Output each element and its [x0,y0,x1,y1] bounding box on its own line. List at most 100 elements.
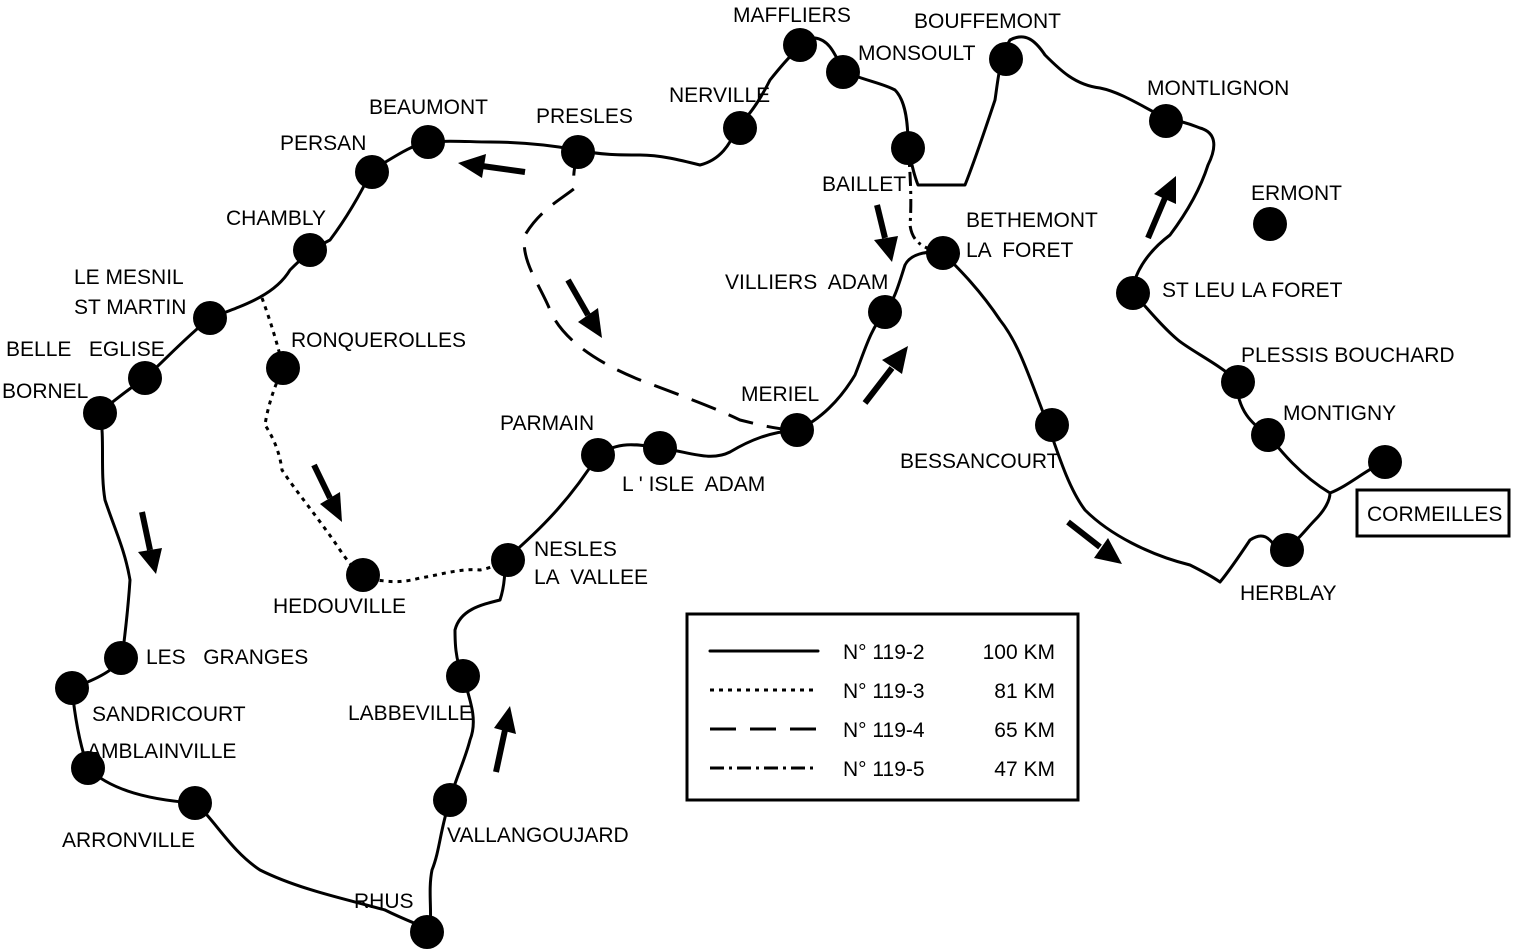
town-label-line: BETHEMONT [966,209,1098,232]
town-monsoult: MONSOULT [826,42,976,89]
direction-arrow-icon [311,463,342,522]
town-marker [1149,104,1183,138]
town-meriel: MERIEL [741,383,819,447]
town-label-line: PLESSIS BOUCHARD [1241,344,1455,367]
town-label: CORMEILLES [1367,503,1502,526]
town-marker [266,351,300,385]
town-marker [780,413,814,447]
town-label-line: L ' ISLE ADAM [622,473,765,496]
town-hedouville: HEDOUVILLE [273,558,406,618]
town-label-line: LA VALLEE [534,566,648,589]
town-label: MERIEL [741,383,819,406]
town-label: PRESLES [536,105,633,128]
town-marker [193,301,227,335]
town-presles: PRESLES [536,105,633,169]
town-label-line: BORNEL [2,380,88,403]
town-label: RHUS [354,890,414,913]
town-marker [355,155,389,189]
town-marker [433,783,467,817]
town-marker [1116,276,1150,310]
town-amblainville: AMBLAINVILLE [71,740,236,785]
town-marker [1368,445,1402,479]
town-label: BORNEL [2,380,88,403]
town-marker [891,131,925,165]
legend-row: N° 119-2 100 KM [708,641,1055,664]
town-le-mesnil: LE MESNIL ST MARTIN [74,266,227,335]
direction-arrow-icon [862,346,908,405]
town-label: BAILLET [822,173,906,196]
town-bessancourt: BESSANCOURT [900,408,1069,473]
town-marker [71,751,105,785]
town-label-line: LA FORET [966,239,1074,262]
town-label: HERBLAY [1240,582,1336,605]
legend: N° 119-2 100 KM N° 119-3 81 KM N° 119-4 65 KM… [685,612,1080,802]
town-marker [411,125,445,159]
town-baillet: BAILLET [822,131,925,196]
town-label: MAFFLIERS [733,4,851,27]
cormeilles-box [1355,488,1511,538]
legend-route-number: N° 119-2 [843,641,925,664]
town-marker [491,543,525,577]
town-marker [926,236,960,270]
town-lisle-adam: L ' ISLE ADAM [622,431,765,496]
town-marker [989,42,1023,76]
legend-route-number: N° 119-4 [843,719,925,742]
town-chambly: CHAMBLY [226,207,327,267]
town-label-line: MONTIGNY [1283,402,1396,425]
town-label-line: HEDOUVILLE [273,595,406,618]
town-label: L ' ISLE ADAM [622,473,765,496]
town-ronquerolles: RONQUEROLLES [266,329,466,385]
town-belle-eglise: BELLE EGLISE [6,338,165,395]
town-label: LABBEVILLE [348,702,473,725]
town-persan: PERSAN [280,132,389,189]
town-marker [128,361,162,395]
town-label-line: LE MESNIL [74,266,184,289]
town-label-line: MONTLIGNON [1147,77,1289,100]
legend-route-distance: 65 KM [994,719,1055,742]
town-label: BELLE EGLISE [6,338,165,361]
town-marker [581,438,615,472]
town-marker [826,55,860,89]
town-marker [346,558,380,592]
town-label: BESSANCOURT [900,450,1060,473]
town-label: SANDRICOURT [92,703,246,726]
town-label: RONQUEROLLES [291,329,466,352]
town-label-line: MERIEL [741,383,819,406]
direction-arrow-icon [493,706,516,773]
town-label-line: VALLANGOUJARD [447,824,629,847]
legend-route-distance: 81 KM [994,680,1055,703]
town-label-line: PRESLES [536,105,633,128]
town-marker [83,396,117,430]
town-maffliers: MAFFLIERS [733,4,851,62]
town-label-line: LABBEVILLE [348,702,473,725]
town-label-line: BOUFFEMONT [914,10,1061,33]
direction-arrow-icon [565,278,602,338]
town-label-line: ST LEU LA FORET [1162,279,1343,302]
town-label-line: ARRONVILLE [62,829,195,852]
town-montlignon: MONTLIGNON [1147,77,1289,138]
town-label: NERVILLE [669,84,770,107]
route-119-5 [906,144,944,255]
route-119-4 [522,149,798,432]
town-label: VILLIERS ADAM [725,271,888,294]
town-label-line: BELLE EGLISE [6,338,165,361]
town-label: PARMAIN [500,412,594,435]
town-label: HEDOUVILLE [273,595,406,618]
legend-route-number: N° 119-3 [843,680,925,703]
town-nerville: NERVILLE [669,84,770,145]
town-label: BETHEMONT LA FORET [966,209,1098,262]
town-labbeville: LABBEVILLE [348,659,480,725]
town-plessis-bouchard: PLESSIS BOUCHARD [1221,344,1455,399]
town-label: AMBLAINVILLE [87,740,236,763]
town-bouffemont: BOUFFEMONT [914,10,1061,76]
town-marker [1221,365,1255,399]
town-marker [446,659,480,693]
town-label-line: ST MARTIN [74,296,186,319]
town-marker [293,233,327,267]
town-label-line: SANDRICOURT [92,703,246,726]
town-bornel: BORNEL [2,380,117,430]
legend-frame [685,612,1080,802]
town-label-line: PARMAIN [500,412,594,435]
legend-route-distance: 100 KM [983,641,1055,664]
